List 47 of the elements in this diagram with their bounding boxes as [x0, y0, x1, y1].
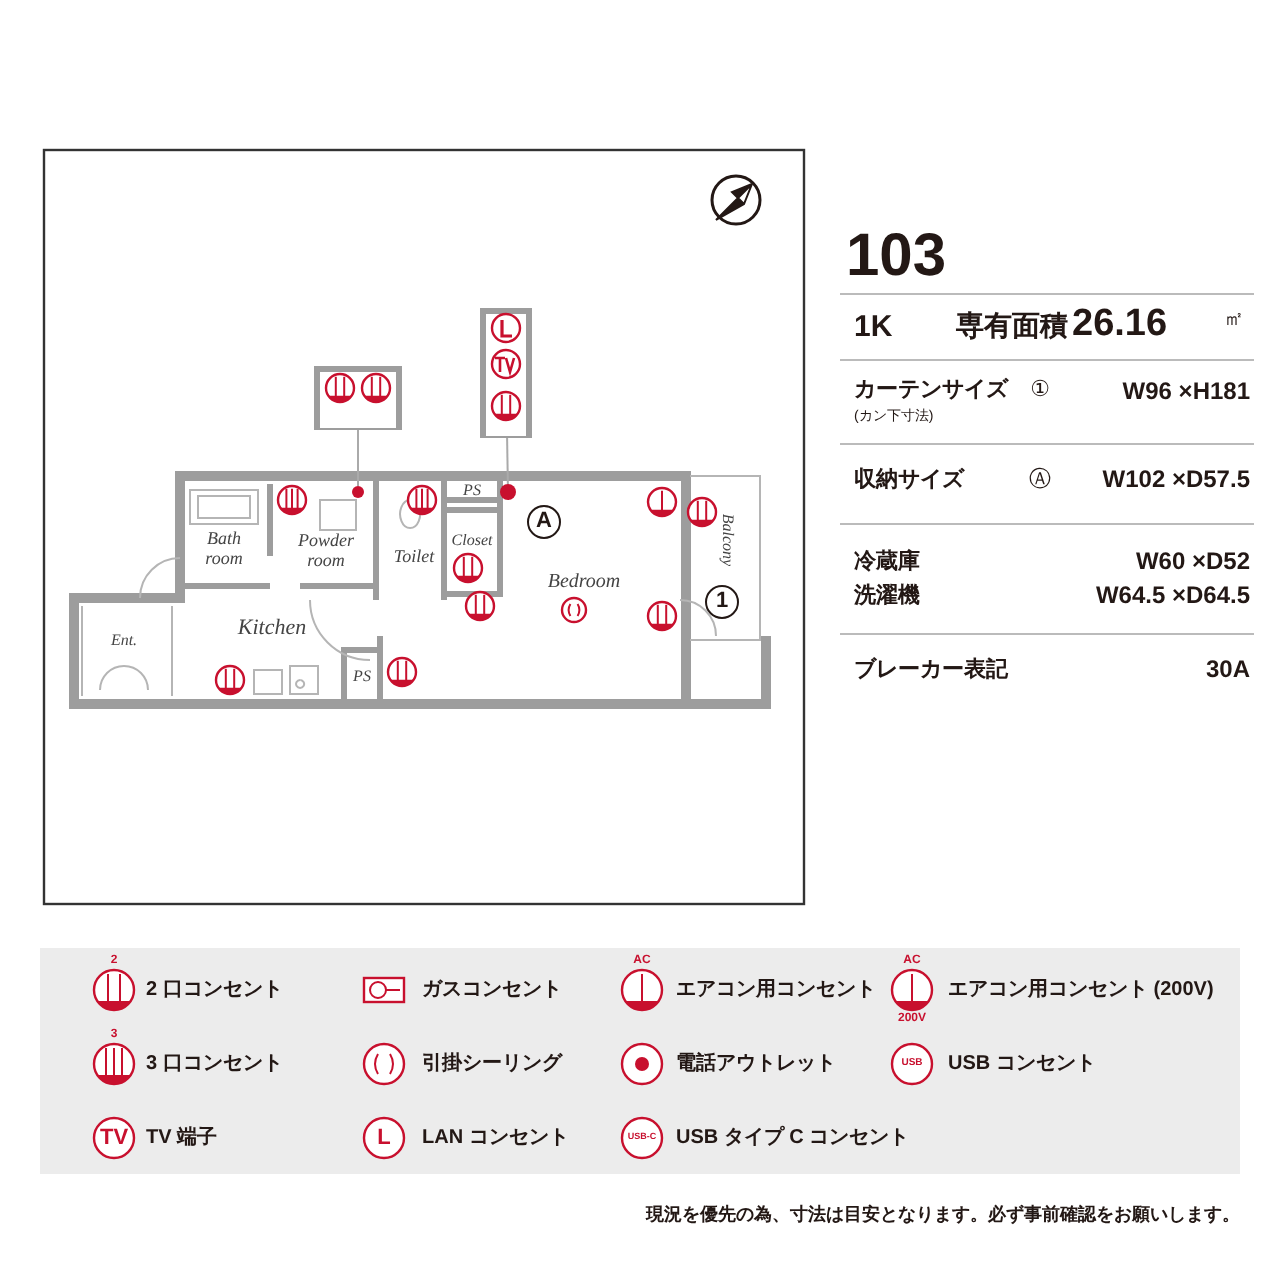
legend-text: 引掛シーリング: [422, 1053, 562, 1075]
phone-outlet-dot: [352, 486, 364, 498]
legend-text: LAN コンセント: [422, 1127, 569, 1149]
spec-text: 1K: [854, 311, 893, 345]
spec-text: 30A: [1205, 656, 1250, 684]
legend-text: ガスコンセント: [422, 979, 562, 1001]
legend-text: エアコン用コンセント: [676, 979, 876, 1001]
phone-outlet-dot: [500, 484, 516, 500]
room-label: Powder room: [296, 532, 356, 572]
spec-text: W96 ×H181: [1122, 378, 1250, 406]
legend-text: 3 口コンセント: [146, 1053, 283, 1075]
room-label: PS: [353, 669, 371, 687]
spec-text: カーテンサイズ: [854, 377, 1008, 403]
leader-line: [357, 429, 359, 487]
spec-text: Ⓐ: [1029, 467, 1051, 493]
spec-text: W64.5 ×D64.5: [1095, 582, 1250, 610]
spec-text: W102 ×D57.5: [1102, 466, 1250, 494]
spec-text: ㎡: [1224, 309, 1244, 331]
room-label: Ent.: [110, 633, 138, 651]
spec-text: 26.16: [1072, 305, 1168, 347]
room-label: Bath room: [203, 530, 245, 570]
spec-text: 洗濯機: [854, 583, 920, 609]
unit-number: 103: [846, 223, 947, 289]
leader-line: [506, 437, 509, 485]
room-label: Toilet: [393, 548, 435, 568]
room-label: Balcony: [717, 513, 735, 567]
legend-text: TV 端子: [146, 1127, 218, 1149]
note-text: 現況を優先の為、寸法は目安となります。必ず事前確認をお願いします。: [646, 1206, 1240, 1226]
icon-label: TV: [99, 1125, 129, 1151]
spec-text: ブレーカー表記: [854, 657, 1008, 683]
legend-text: エアコン用コンセント (200V): [948, 979, 1214, 1001]
legend-text: USB コンセント: [948, 1053, 1096, 1075]
legend-text: 電話アウトレット: [676, 1053, 836, 1075]
spec-text: W60 ×D52: [1135, 548, 1250, 576]
room-label: Closet: [451, 533, 493, 551]
icon-label: L: [377, 1125, 391, 1151]
spec-text: 冷蔵庫: [854, 549, 920, 575]
spec-text: ①: [1030, 377, 1050, 403]
spec-text: 専有面積: [956, 310, 1068, 342]
room-label: PS: [463, 483, 481, 501]
legend-text: USB タイプ C コンセント: [676, 1127, 910, 1149]
legend-text: 2 口コンセント: [146, 979, 283, 1001]
room-label: Kitchen: [237, 615, 307, 641]
callout-number: 1: [705, 585, 739, 619]
room-label: Bedroom: [547, 571, 621, 593]
callout-number: A: [527, 505, 561, 539]
spec-text: 収納サイズ: [854, 467, 964, 493]
